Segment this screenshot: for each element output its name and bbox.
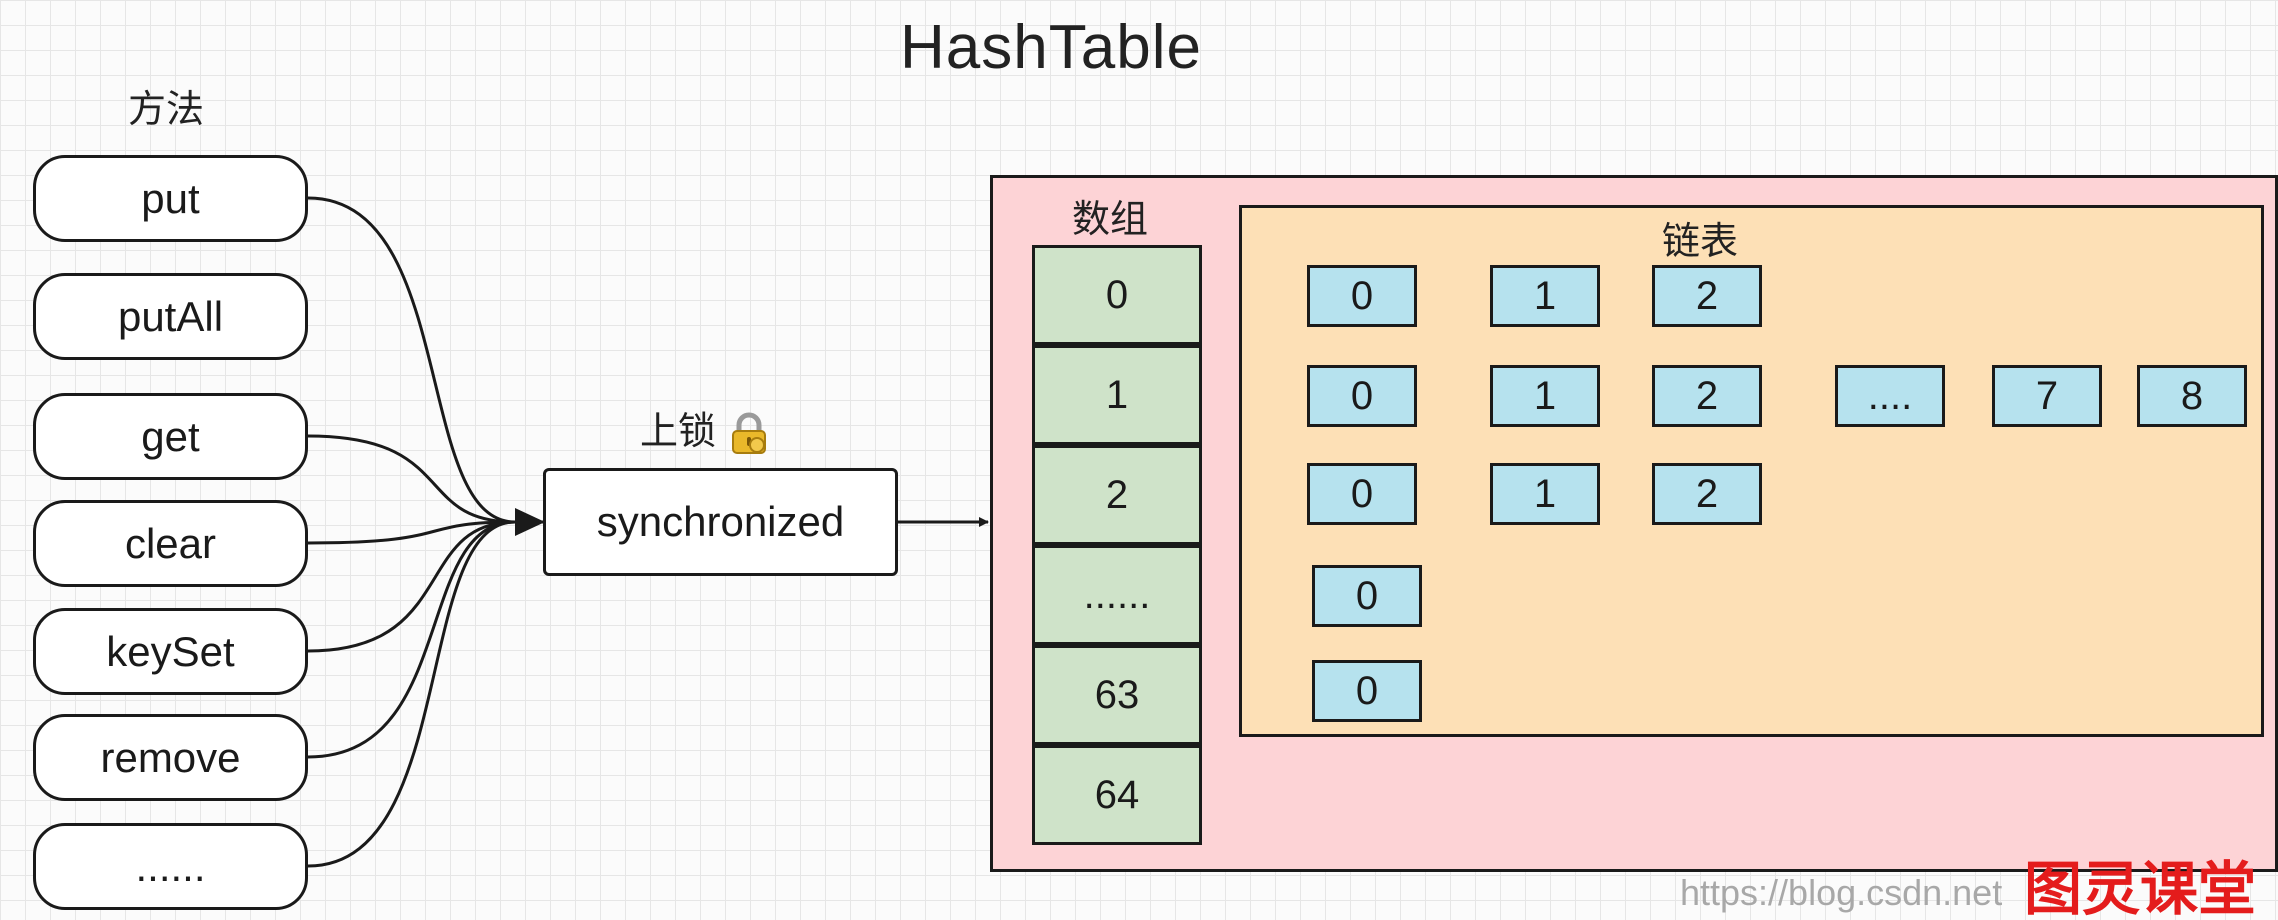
watermark-url: https://blog.csdn.net [1680, 872, 2003, 913]
list-node-r0-2: 2 [1652, 265, 1762, 327]
array-cell-0: 0 [1032, 245, 1202, 345]
list-node-r1-0: 0 [1307, 365, 1417, 427]
array-cell-2: 2 [1032, 445, 1202, 545]
list-node-r0-0: 0 [1307, 265, 1417, 327]
linked-list-label: 链表 [1662, 221, 1739, 263]
method-clear[interactable]: clear [33, 500, 308, 587]
list-node-r1-7: 7 [1992, 365, 2102, 427]
list-node-r1-2: 2 [1652, 365, 1762, 427]
methods-header: 方法 [128, 89, 205, 131]
array-label: 数组 [1072, 199, 1149, 241]
lock-label-group: 上锁 [640, 400, 771, 456]
brand-logo-text: 图灵课堂 [2024, 857, 2257, 916]
lock-icon [727, 412, 771, 456]
method-keyset[interactable]: keySet [33, 608, 308, 695]
array-cell-ellipsis: ...... [1032, 545, 1202, 645]
array-cell-1: 1 [1032, 345, 1202, 445]
list-node-r2-0: 0 [1307, 463, 1417, 525]
list-node-r3-0: 0 [1312, 565, 1422, 627]
list-node-r1-ellipsis: .... [1835, 365, 1945, 427]
method-put[interactable]: put [33, 155, 308, 242]
method-more[interactable]: ...... [33, 823, 308, 910]
list-node-r0-1: 1 [1490, 265, 1600, 327]
synchronized-box[interactable]: synchronized [543, 468, 898, 576]
method-putall[interactable]: putAll [33, 273, 308, 360]
lock-label: 上锁 [640, 411, 717, 453]
method-remove[interactable]: remove [33, 714, 308, 801]
list-node-r1-1: 1 [1490, 365, 1600, 427]
list-node-r1-8: 8 [2137, 365, 2247, 427]
method-get[interactable]: get [33, 393, 308, 480]
list-node-r2-2: 2 [1652, 463, 1762, 525]
array-cell-63: 63 [1032, 645, 1202, 745]
list-node-r2-1: 1 [1490, 463, 1600, 525]
page-title: HashTable [900, 13, 1202, 82]
array-cell-64: 64 [1032, 745, 1202, 845]
list-node-r4-0: 0 [1312, 660, 1422, 722]
